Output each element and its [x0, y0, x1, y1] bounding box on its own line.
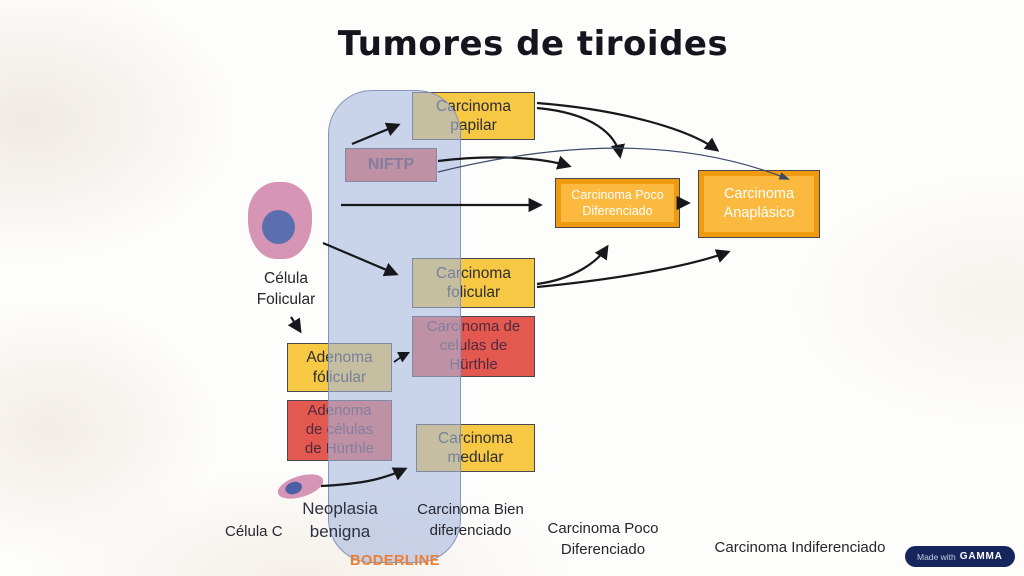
label-celula-folicular: Célula Folicular	[256, 270, 316, 309]
follicular-cell-icon	[248, 182, 312, 259]
badge-prefix: Made with	[917, 551, 956, 562]
made-with-gamma-badge[interactable]: Made with GAMMA	[905, 546, 1015, 567]
label-celula-c: Célula C	[225, 523, 283, 540]
arrow-label-to-adenoma	[287, 316, 302, 334]
category-carcinoma-bien-diferenciado: Carcinoma Bien diferenciado	[417, 501, 524, 539]
cell-nucleus-icon	[262, 210, 295, 244]
gamma-logo: GAMMA	[959, 551, 1003, 562]
category-borderline: BODERLINE	[350, 553, 440, 569]
node-label: Carcinoma papilar	[436, 97, 511, 134]
node-label: Carcinoma Anaplásico	[704, 176, 814, 232]
borderline-zone-overlay	[328, 90, 461, 563]
node-carcinoma-poco-diferenciado: Carcinoma Poco Diferenciado	[555, 178, 680, 228]
cell-nucleus-icon	[283, 479, 304, 497]
node-label: Carcinoma Poco Diferenciado	[561, 184, 674, 222]
arrow-papilar-to-poco	[536, 106, 625, 159]
node-carcinoma-anaplasico: Carcinoma Anaplásico	[698, 170, 820, 238]
category-neoplasia-benigna: Neoplasia benigna	[302, 499, 378, 542]
arrow-folicular-to-anaplasico	[536, 249, 731, 289]
arrow-papilar-to-anaplasico	[536, 101, 720, 152]
page-title: Tumores de tiroides	[337, 24, 729, 64]
category-carcinoma-indiferenciado: Carcinoma Indiferenciado	[714, 539, 886, 556]
arrow-folicular-to-poco	[536, 244, 609, 286]
category-carcinoma-poco-diferenciado: Carcinoma Poco Diferenciado	[547, 520, 659, 558]
